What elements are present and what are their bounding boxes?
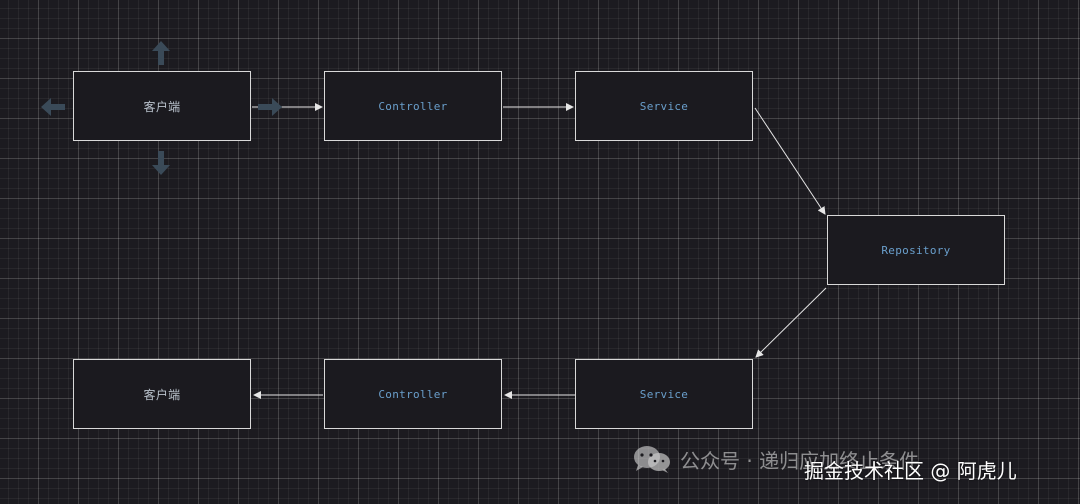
node-repository[interactable]: Repository bbox=[827, 215, 1005, 285]
node-client-bottom[interactable]: 客户端 bbox=[73, 359, 251, 429]
node-controller-top[interactable]: Controller bbox=[324, 71, 502, 141]
node-controller-bottom[interactable]: Controller bbox=[324, 359, 502, 429]
edge-repository-to-service[interactable] bbox=[755, 287, 827, 358]
watermark-account-text: 公众号 · 递归应加终止条件 bbox=[680, 448, 920, 473]
node-label: Repository bbox=[881, 243, 951, 257]
watermark-account: 公众号 · 递归应加终止条件 bbox=[632, 444, 919, 474]
node-service-top[interactable]: Service bbox=[575, 71, 753, 141]
node-client-top[interactable]: 客户端 bbox=[73, 71, 251, 141]
node-label: 客户端 bbox=[143, 99, 181, 114]
arrow-right-icon[interactable] bbox=[258, 98, 282, 116]
node-label: Service bbox=[639, 99, 689, 113]
wechat-icon bbox=[634, 446, 670, 473]
node-service-bottom[interactable]: Service bbox=[575, 359, 753, 429]
arrow-up-icon[interactable] bbox=[152, 41, 170, 65]
node-label: Service bbox=[639, 387, 689, 401]
edge-service-to-repository[interactable] bbox=[754, 107, 826, 215]
node-label: Controller bbox=[378, 99, 448, 113]
node-label: 客户端 bbox=[143, 387, 181, 402]
arrow-left-icon[interactable] bbox=[41, 98, 65, 116]
node-label: Controller bbox=[378, 387, 448, 401]
watermark-site: 掘金技术社区 @ 阿虎儿 bbox=[804, 459, 1017, 483]
arrow-down-icon[interactable] bbox=[152, 151, 170, 175]
